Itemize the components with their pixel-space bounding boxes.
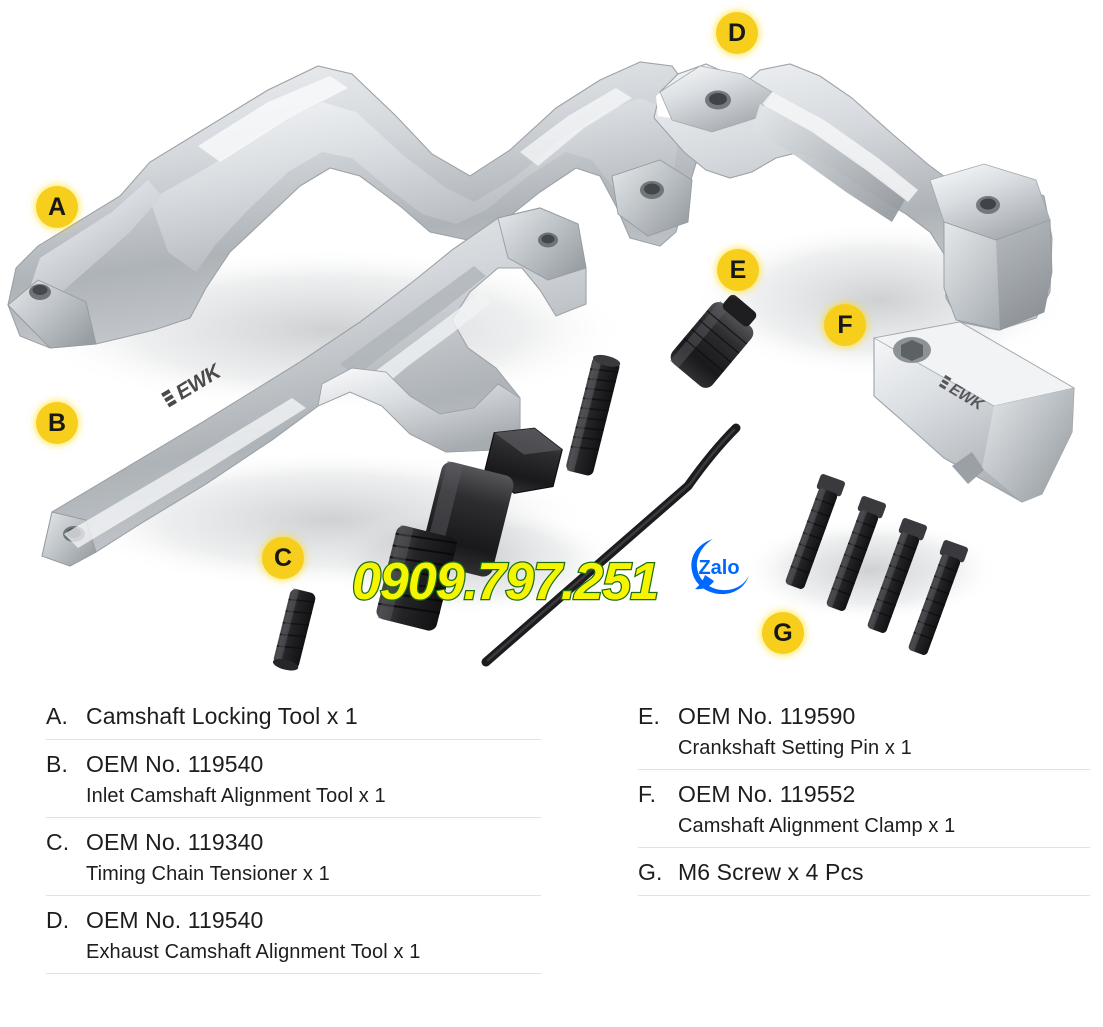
legend-letter-f: F. [638,781,657,807]
tool-c-timing-chain-tensioner [272,354,621,671]
tool-a-body [7,61,701,349]
screw-1 [785,474,846,589]
legend-item-e: E. OEM No. 119590 Crankshaft Setting Pin… [638,692,1090,770]
legend-item-d: D. OEM No. 119540 Exhaust Camshaft Align… [46,896,541,974]
legend-letter-b: B. [46,751,68,777]
tool-f-camshaft-alignment-clamp: EWK [872,321,1076,503]
legend-letter-a: A. [46,703,68,729]
legend-letter-e: E. [638,703,660,729]
parts-legend: A. Camshaft Locking Tool x 1 B. OEM No. … [0,692,1103,1027]
badge-d: D [716,12,758,54]
phone-watermark: 0909.797.251 [351,553,661,611]
legend-desc-c: Timing Chain Tensioner x 1 [86,863,330,885]
legend-title-e: OEM No. 119590 [678,703,856,729]
tool-e-crankshaft-setting-pin [481,294,757,667]
tool-a-camshaft-locking-tool [7,61,701,349]
legend-letter-g: G. [638,859,663,885]
badge-g: G [762,612,804,654]
legend-item-g: G. M6 Screw x 4 Pcs [638,848,1090,896]
tool-b-inlet-camshaft-alignment-tool: EWK [41,207,587,567]
zalo-logo: Zalo [685,533,753,601]
legend-title-c: OEM No. 119340 [86,829,264,855]
badge-f: F [824,304,866,346]
legend-right-column: E. OEM No. 119590 Crankshaft Setting Pin… [638,692,1090,896]
screw-2 [826,496,887,611]
legend-item-b: B. OEM No. 119540 Inlet Camshaft Alignme… [46,740,541,818]
product-photo: EWK [7,12,1076,671]
legend-desc-b: Inlet Camshaft Alignment Tool x 1 [86,785,386,807]
badge-e: E [717,249,759,291]
screw-3 [867,518,928,633]
badge-c: C [262,537,304,579]
legend-letter-c: C. [46,829,70,855]
legend-desc-f: Camshaft Alignment Clamp x 1 [678,815,956,837]
zalo-label: Zalo [698,557,739,579]
screw-4 [908,540,969,655]
legend-title-b: OEM No. 119540 [86,751,264,777]
legend-title-d: OEM No. 119540 [86,907,264,933]
legend-desc-d: Exhaust Camshaft Alignment Tool x 1 [86,941,421,963]
legend-title-g: M6 Screw x 4 Pcs [678,859,864,885]
tool-g-m6-screws [785,474,969,655]
badge-b: B [36,402,78,444]
legend-desc-e: Crankshaft Setting Pin x 1 [678,737,912,759]
legend-title-a: Camshaft Locking Tool x 1 [86,703,358,729]
legend-item-c: C. OEM No. 119340 Timing Chain Tensioner… [46,818,541,896]
tool-e-head [670,302,754,388]
legend-item-f: F. OEM No. 119552 Camshaft Alignment Cla… [638,770,1090,848]
badge-a: A [36,186,78,228]
legend-left-column: A. Camshaft Locking Tool x 1 B. OEM No. … [46,692,541,974]
legend-item-a: A. Camshaft Locking Tool x 1 [46,692,541,740]
tools-illustration: EWK [7,61,1076,671]
tool-d-exhaust-camshaft-alignment-tool [653,63,1053,331]
legend-letter-d: D. [46,907,70,933]
legend-title-f: OEM No. 119552 [678,781,856,807]
tool-f-hex-socket [901,340,923,361]
